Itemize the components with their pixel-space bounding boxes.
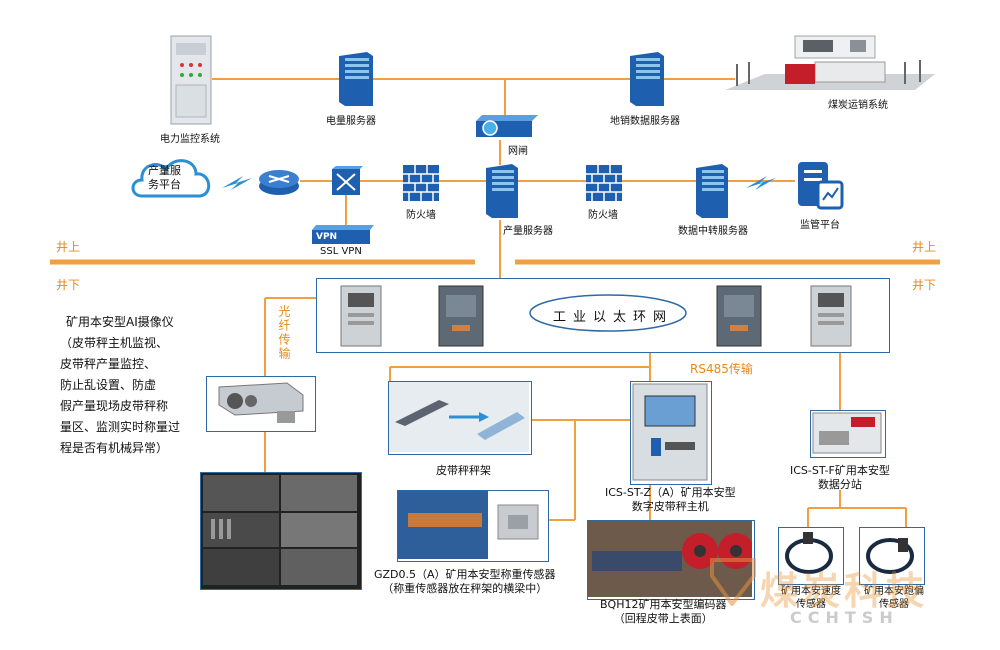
scale-host-line1: ICS-ST-Z（A）矿用本安型: [605, 486, 736, 499]
relay-server-label: 数据中转服务器: [678, 226, 748, 237]
above-ground-right-label: 井上: [912, 240, 937, 254]
watermark-subtext: CCHTSH: [790, 608, 899, 627]
ring-device-3-icon: [716, 285, 762, 347]
deviation-sensor-box: [859, 527, 925, 585]
deviation-sensor-line2: 传感器: [879, 599, 909, 610]
sales-server-label: 地销数据服务器: [610, 116, 680, 127]
camera-frame: [206, 376, 316, 432]
rs485-label: RS485传输: [690, 362, 753, 376]
speed-sensor-box: [778, 527, 844, 585]
firewall-left-icon: [403, 165, 439, 201]
speed-sensor-label: 矿用本安速度 传感器: [781, 585, 841, 611]
substation-label: ICS-ST-F矿用本安型 数据分站: [790, 464, 890, 492]
production-platform-label: 产量服 务平台: [148, 164, 181, 192]
substation-line2: 数据分站: [817, 478, 862, 491]
vpn-box-text: VPN: [316, 232, 338, 242]
deviation-sensor-icon: [866, 538, 914, 574]
power-server-icon: [337, 50, 375, 108]
sales-server-icon: [628, 50, 666, 108]
load-sensor-line1: GZD0.5（A）矿用本安型称重传感器: [374, 568, 556, 581]
underground-left-label: 井下: [56, 278, 81, 292]
vpn-device-icon: [308, 225, 374, 245]
production-server-label: 产量服务器: [503, 226, 553, 237]
scale-host-box: [630, 381, 712, 485]
switch-icon: [331, 166, 363, 196]
scale-frame-box: [388, 381, 532, 455]
ring-network-label: 工业以太环网: [553, 310, 674, 325]
watermark-text: 煤炭科技: [760, 569, 929, 613]
substation-box: [810, 410, 886, 458]
substation-device-icon: [812, 412, 882, 454]
firewall-right-icon: [586, 165, 622, 201]
power-cabinet-icon: [170, 35, 212, 125]
belt-scale-frame-image: [389, 382, 529, 452]
coal-transport-icon: [725, 28, 935, 94]
firewall-right-label: 防火墙: [588, 210, 618, 221]
ring-network-ellipse: [528, 293, 688, 333]
scale-frame-label: 皮带秤秤架: [436, 464, 491, 477]
camera-title: 矿用本安型AI摄像仪: [66, 315, 174, 329]
substation-line1: ICS-ST-F矿用本安型: [790, 464, 890, 477]
load-sensor-line2: （称重传感器放在秤架的横梁中）: [382, 582, 548, 595]
encoder-line1: BQH12矿用本安型编码器: [600, 598, 727, 611]
ai-camera-icon: [218, 382, 304, 423]
production-platform-cloud-icon: [128, 152, 214, 202]
ssl-vpn-label: SSL VPN: [320, 246, 362, 257]
encoder-line2: （回程皮带上表面）: [613, 612, 713, 625]
encoder-label: BQH12矿用本安型编码器 （回程皮带上表面）: [600, 598, 726, 626]
surveillance-screens-image: [203, 475, 357, 585]
fiber-label: 光纤传输: [277, 305, 291, 361]
power-monitor-label: 电力监控系统: [160, 134, 220, 145]
power-server-label: 电量服务器: [326, 116, 376, 127]
production-server-icon: [484, 162, 520, 220]
speed-sensor-line2: 传感器: [796, 599, 826, 610]
relay-server-icon: [694, 162, 730, 220]
production-platform-line2: 务平台: [148, 178, 181, 191]
ring-device-2-icon: [438, 285, 484, 347]
underground-right-label: 井下: [912, 278, 937, 292]
supervision-platform-label: 监管平台: [800, 220, 840, 231]
ring-device-1-icon: [340, 285, 382, 347]
coal-transport-label: 煤炭运销系统: [828, 100, 888, 111]
load-sensor-image: [398, 491, 539, 559]
gatekeeper-icon: [472, 113, 538, 141]
camera-description: （皮带秤主机监视、 皮带秤产量监控、 防止乱设置、防虚 假产量现场皮带秤称 量区…: [60, 336, 181, 455]
scale-host-device-icon: [632, 383, 708, 481]
supervision-platform-icon: [796, 160, 846, 212]
ring-device-4-icon: [810, 285, 852, 347]
surveillance-screens: [200, 472, 362, 590]
firewall-left-label: 防火墙: [406, 210, 436, 221]
speed-sensor-line1: 矿用本安速度: [781, 586, 841, 597]
deviation-sensor-line1: 矿用本安跑偏: [864, 586, 924, 597]
production-platform-line1: 产量服: [148, 164, 181, 177]
load-sensor-label: GZD0.5（A）矿用本安型称重传感器 （称重传感器放在秤架的横梁中）: [374, 568, 556, 596]
watermark-logo-icon: [710, 556, 756, 608]
scale-host-label: ICS-ST-Z（A）矿用本安型 数字皮带秤主机: [605, 486, 736, 514]
speed-sensor-icon: [785, 532, 833, 574]
load-sensor-box: [397, 490, 549, 562]
router-icon: [258, 166, 300, 196]
deviation-sensor-label: 矿用本安跑偏 传感器: [864, 585, 924, 611]
gatekeeper-label: 网闸: [508, 146, 528, 157]
above-ground-left-label: 井上: [56, 240, 81, 254]
scale-host-line2: 数字皮带秤主机: [631, 500, 709, 513]
